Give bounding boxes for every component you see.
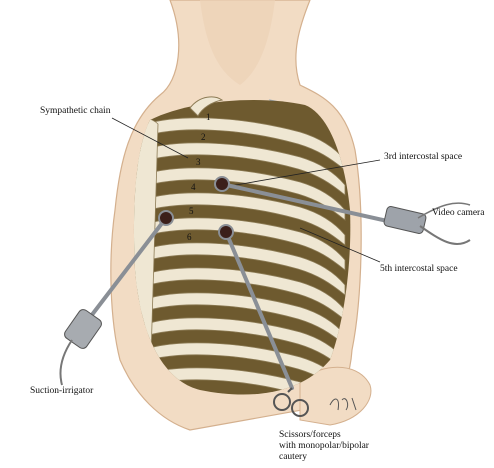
label-sympathetic-chain: Sympathetic chain [40, 106, 110, 117]
label-scissors-line1: Scissors/forceps [279, 430, 341, 441]
label-suction-irrigator: Suction-irrigator [30, 386, 93, 397]
rib-number-3: 3 [196, 157, 201, 167]
rib-number-1: 1 [206, 112, 211, 122]
rib-number-4: 4 [191, 182, 196, 192]
rib-number-2: 2 [201, 132, 206, 142]
scissors-port [219, 225, 233, 239]
label-video-camera: Video camera [432, 208, 484, 219]
suction-port [159, 211, 173, 225]
label-fifth-intercostal-space: 5th intercostal space [380, 264, 458, 275]
rib-number-5: 5 [189, 206, 194, 216]
label-scissors-line2: with monopolar/bipolar [279, 441, 369, 452]
label-third-intercostal-space: 3rd intercostal space [384, 152, 462, 163]
label-scissors-line3: cautery [279, 452, 307, 463]
rib-number-6: 6 [187, 232, 192, 242]
camera-port [215, 177, 229, 191]
suction-irrigator-icon [60, 308, 103, 385]
